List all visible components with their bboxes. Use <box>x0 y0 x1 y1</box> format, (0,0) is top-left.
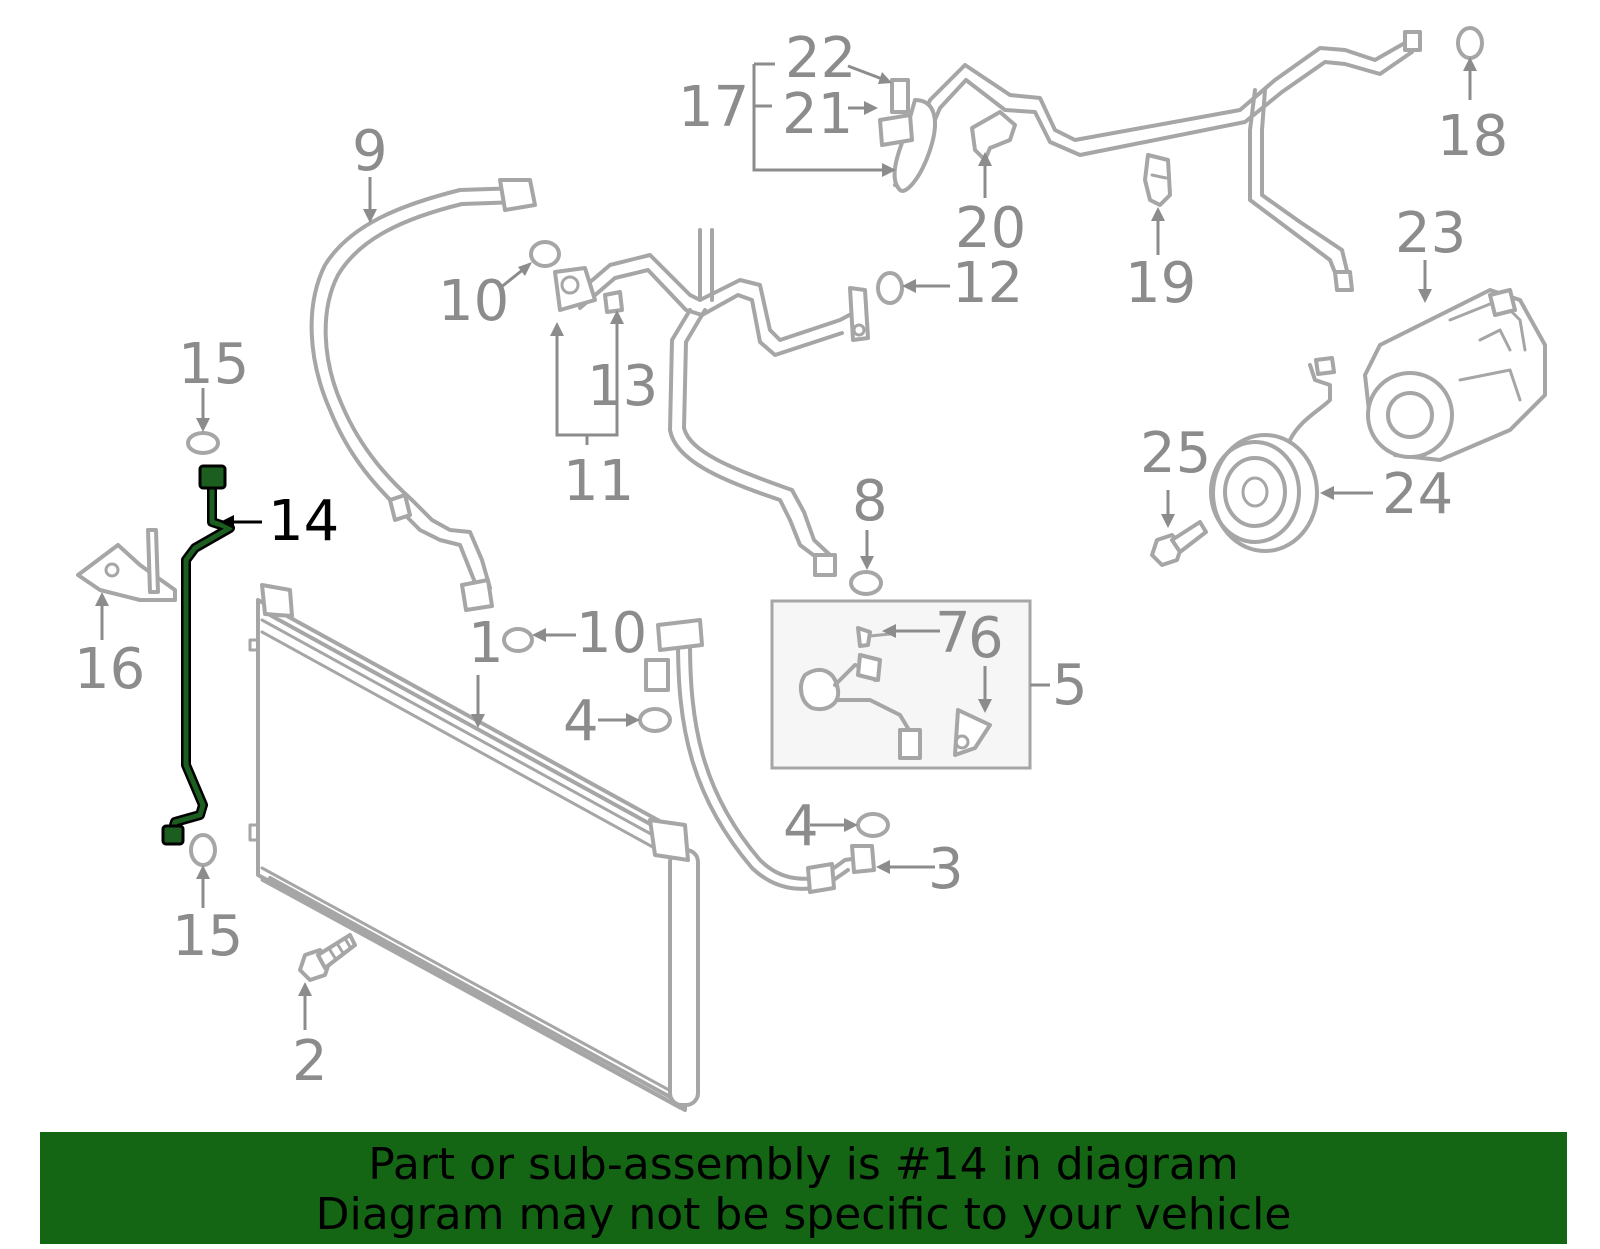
sensor-kit-part-5[interactable] <box>770 599 1032 770</box>
callout-14: 14 <box>268 489 339 554</box>
o-ring-part-10-lower[interactable] <box>502 627 534 653</box>
o-ring-part-15-lower[interactable] <box>189 833 217 867</box>
callout-1: 1 <box>468 611 504 676</box>
callout-10-lower: 10 <box>576 601 647 666</box>
callout-12: 12 <box>952 251 1023 316</box>
o-ring-part-10-upper[interactable] <box>529 240 561 268</box>
hose-part-9[interactable] <box>309 178 537 612</box>
compressor-part-23[interactable] <box>1363 288 1547 462</box>
o-ring-part-12[interactable] <box>876 271 904 305</box>
callout-8: 8 <box>852 469 888 534</box>
callout-25: 25 <box>1140 421 1211 486</box>
pipe-part-14-highlighted[interactable] <box>161 464 235 846</box>
callout-15-lower: 15 <box>172 904 243 969</box>
callout-18: 18 <box>1437 104 1508 169</box>
callout-19: 19 <box>1125 251 1196 316</box>
line-assembly-part-17[interactable] <box>878 30 1422 292</box>
bolt-part-25[interactable] <box>1150 520 1208 567</box>
discharge-line-part-3[interactable] <box>644 618 876 894</box>
callout-labels: 1 2 3 4 4 5 6 7 8 9 10 10 11 12 13 14 15… <box>74 26 1508 1094</box>
o-ring-part-18[interactable] <box>1456 26 1484 60</box>
callout-4-upper: 4 <box>563 689 599 754</box>
callout-22: 22 <box>785 26 856 91</box>
parts-diagram: 1 2 3 4 4 5 6 7 8 9 10 10 11 12 13 14 15… <box>74 26 1547 1112</box>
banner-line-2: Diagram may not be specific to your vehi… <box>315 1189 1292 1240</box>
bolt-part-2[interactable] <box>298 933 357 982</box>
o-ring-part-8[interactable] <box>849 570 883 596</box>
callout-21: 21 <box>782 82 853 147</box>
o-ring-part-15-upper[interactable] <box>186 431 220 455</box>
callout-23: 23 <box>1395 201 1466 266</box>
callout-16: 16 <box>74 637 145 702</box>
condenser-part-1[interactable] <box>248 583 700 1112</box>
o-ring-part-4-lower[interactable] <box>856 812 890 838</box>
callout-5: 5 <box>1052 653 1088 718</box>
callout-6: 6 <box>968 606 1004 671</box>
banner-line-1: Part or sub-assembly is #14 in diagram <box>368 1139 1239 1190</box>
callout-17: 17 <box>678 75 749 140</box>
clip-part-20[interactable] <box>970 110 1017 162</box>
callout-7: 7 <box>935 601 971 666</box>
info-banner: Part or sub-assembly is #14 in diagram D… <box>40 1132 1567 1244</box>
callout-24: 24 <box>1382 462 1453 527</box>
callout-13: 13 <box>587 354 658 419</box>
clutch-part-24[interactable] <box>1209 356 1336 553</box>
callout-15-upper: 15 <box>178 332 249 397</box>
line-assembly-part-11[interactable] <box>553 228 870 577</box>
callout-11: 11 <box>563 449 634 514</box>
bracket-part-16[interactable] <box>76 528 177 602</box>
callout-4-lower: 4 <box>783 794 819 859</box>
leader-lines <box>95 57 1477 1030</box>
callout-20: 20 <box>955 196 1026 261</box>
callout-10-upper: 10 <box>438 269 509 334</box>
o-ring-part-4-upper[interactable] <box>638 707 672 733</box>
callout-3: 3 <box>928 837 964 902</box>
callout-9: 9 <box>352 119 388 184</box>
callout-2: 2 <box>292 1029 328 1094</box>
sensor-part-19[interactable] <box>1143 153 1172 207</box>
